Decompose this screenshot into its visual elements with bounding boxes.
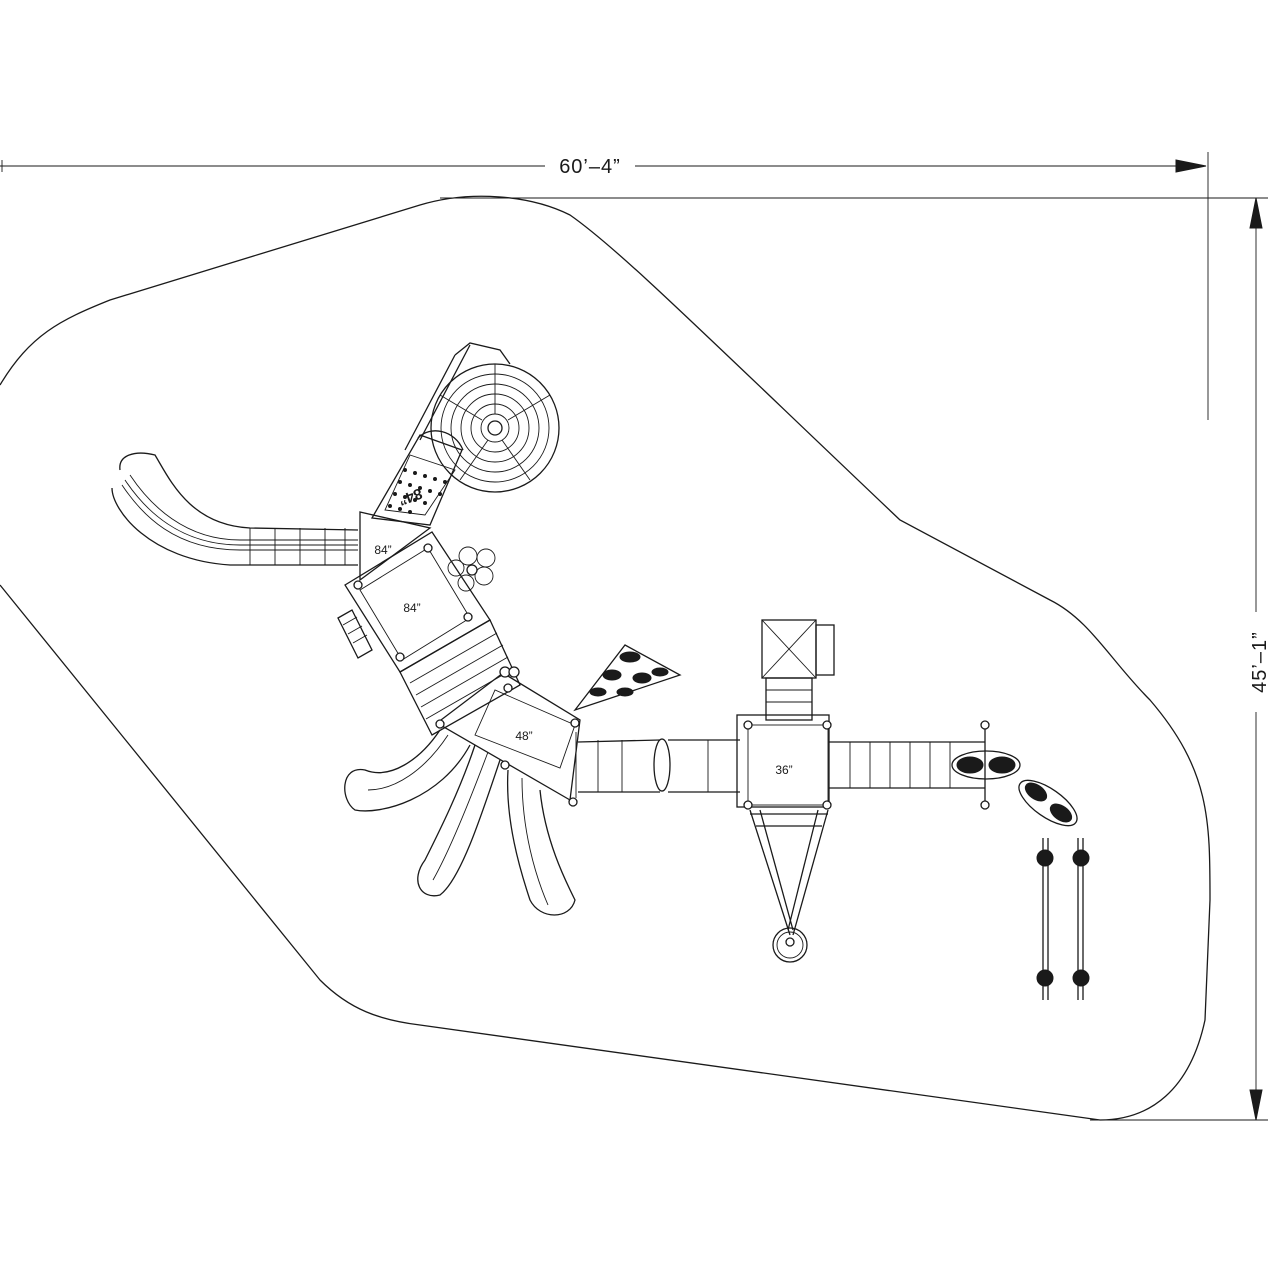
flower-panel [447, 546, 496, 592]
depth-dimension: 45’–1” [440, 197, 1271, 1121]
upper-deck-label: 84” [374, 543, 391, 557]
main-deck: 84” [344, 531, 491, 673]
middle-deck: 48” [435, 666, 581, 807]
spiral-slide [404, 342, 560, 493]
use-zone-boundary [0, 195, 1211, 1121]
wave-slide-left [111, 452, 359, 566]
right-deck-label: 36” [775, 763, 792, 777]
vertical-climber [761, 619, 835, 721]
rotated-deck-label: 84” [396, 484, 425, 508]
bridge-upper [399, 619, 521, 736]
side-steps [337, 609, 373, 659]
depth-dimension-label: 45’–1” [1249, 631, 1271, 693]
stepping-pods [951, 750, 1078, 827]
tube-crawl [575, 732, 740, 798]
triangle-climber [749, 809, 829, 963]
width-dimension-label: 60’–4” [559, 156, 621, 178]
climber-panel: 84” [370, 430, 464, 526]
right-deck: 36” [736, 714, 832, 810]
balance-beams [1036, 838, 1090, 1000]
curved-slides [344, 729, 576, 916]
overhead-ladder [829, 720, 990, 810]
main-deck-label: 84” [403, 601, 420, 615]
rock-climbing-wall [573, 644, 682, 712]
middle-deck-label: 48” [515, 729, 532, 743]
width-dimension: 60’–4” [0, 152, 1209, 420]
